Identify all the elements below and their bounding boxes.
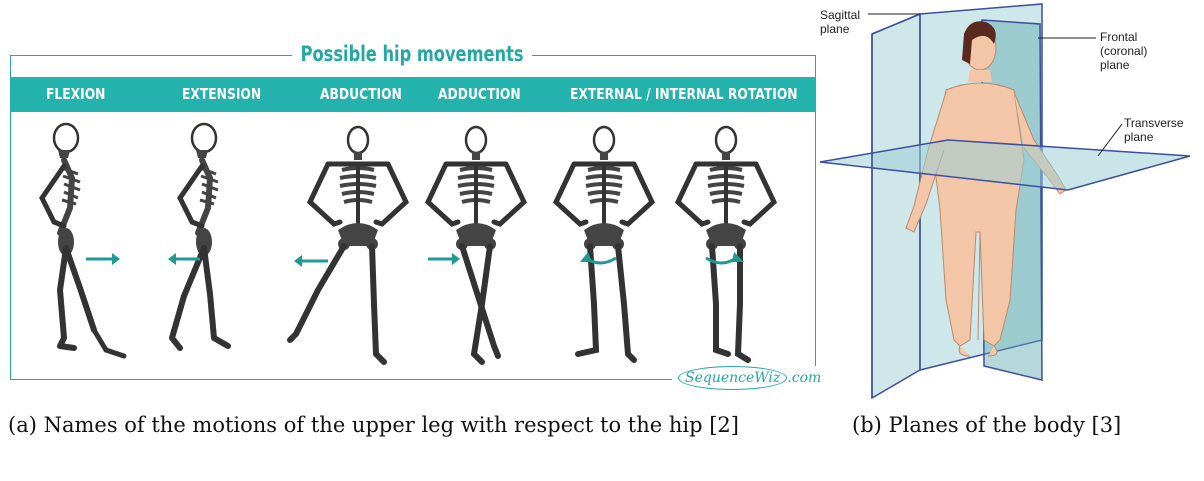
frontal-plane-text-3: plane [1100, 58, 1147, 72]
sequencewiz-watermark: SequenceWiz.com [672, 366, 827, 390]
sagittal-plane-text: Sagittal plane [820, 8, 864, 36]
sagittal-plane-label: Sagittal plane [820, 8, 864, 36]
skeleton-external-rotation [556, 127, 652, 360]
skeleton-flexion [42, 124, 124, 356]
skeleton-illustrations [0, 0, 820, 395]
skeleton-internal-rotation [678, 127, 774, 360]
watermark-brand: SequenceWiz [678, 366, 787, 390]
figure-panel-b: Sagittal plane Frontal (coronal) plane T… [810, 0, 1204, 400]
frontal-plane-text-2: (coronal) [1100, 44, 1147, 58]
frontal-plane-label: Frontal (coronal) plane [1100, 30, 1147, 72]
caption-a: (a) Names of the motions of the upper le… [8, 410, 788, 440]
transverse-plane-label: Transverse plane [1124, 116, 1184, 144]
skeleton-abduction [290, 127, 406, 362]
skeleton-extension [172, 124, 228, 348]
skeleton-adduction [428, 127, 524, 362]
transverse-plane-text-2: plane [1124, 130, 1184, 144]
transverse-plane-text-1: Transverse [1124, 116, 1184, 130]
caption-b: (b) Planes of the body [3] [852, 410, 1192, 440]
frontal-plane-text-1: Frontal [1100, 30, 1147, 44]
figure-panel-a: Possible hip movements FLEXION EXTENSION… [0, 0, 820, 395]
